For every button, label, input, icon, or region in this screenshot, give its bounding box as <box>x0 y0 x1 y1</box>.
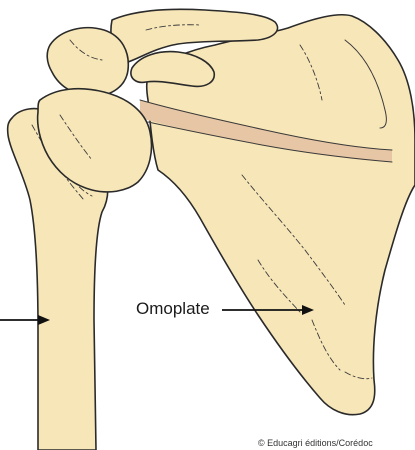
scapula-label: Omoplate <box>136 299 210 318</box>
acromion-shape <box>47 28 128 96</box>
acromion <box>47 28 128 96</box>
copyright-credit: © Educagri éditions/Corédoc <box>258 438 373 448</box>
